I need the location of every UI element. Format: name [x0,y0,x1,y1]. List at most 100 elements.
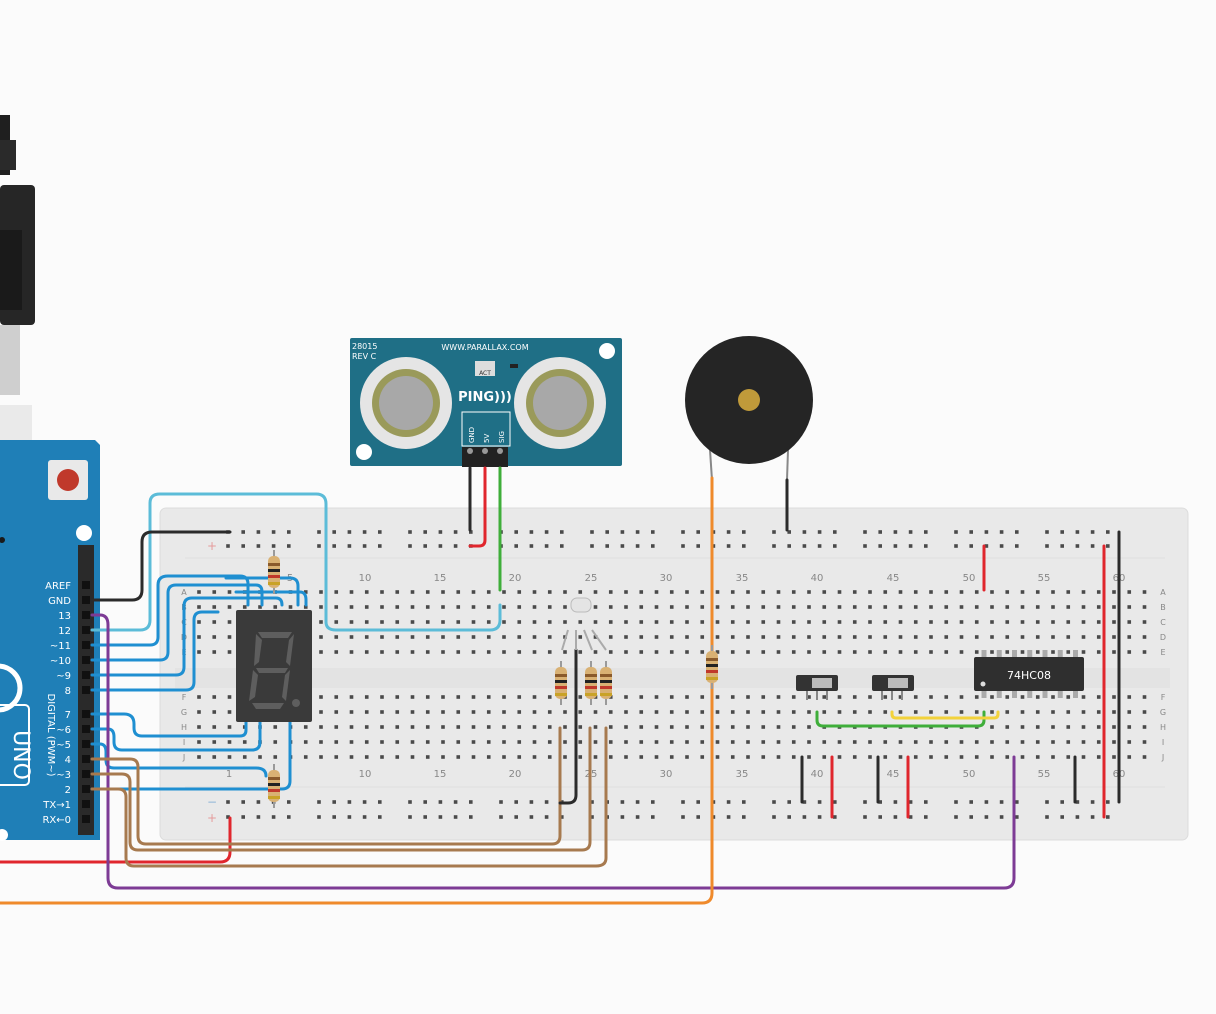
rail-hole[interactable] [651,800,655,804]
breadboard-hole[interactable] [624,620,628,624]
wire-seg-x[interactable] [90,720,292,791]
breadboard-hole[interactable] [532,710,537,714]
breadboard-hole[interactable] [303,740,308,744]
breadboard-hole[interactable] [319,740,323,744]
breadboard-hole[interactable] [807,635,811,639]
breadboard-hole[interactable] [578,755,583,759]
rail-hole[interactable] [544,800,549,804]
rail-hole[interactable] [514,544,518,548]
rail-hole[interactable] [332,530,336,534]
breadboard-hole[interactable] [258,755,262,759]
rail-hole[interactable] [787,544,791,548]
breadboard-hole[interactable] [654,710,659,714]
rail-hole[interactable] [726,800,731,804]
rail-hole[interactable] [954,544,958,548]
breadboard-hole[interactable] [197,755,201,759]
breadboard-hole[interactable] [212,620,217,624]
breadboard-hole[interactable] [730,635,735,639]
breadboard-hole[interactable] [1081,710,1086,714]
slide-switch-1[interactable] [796,675,838,700]
breadboard-hole[interactable] [1127,620,1132,624]
breadboard-hole[interactable] [822,635,827,639]
rail-hole[interactable] [256,544,261,548]
rail-hole[interactable] [408,800,412,804]
breadboard-hole[interactable] [319,605,323,609]
breadboard-hole[interactable] [639,725,644,729]
breadboard-hole[interactable] [715,740,720,744]
breadboard-hole[interactable] [486,755,491,759]
breadboard-hole[interactable] [227,590,232,594]
breadboard-hole[interactable] [898,650,903,654]
rail-hole[interactable] [878,530,882,534]
breadboard-hole[interactable] [1035,755,1040,759]
rail-hole[interactable] [226,544,230,548]
breadboard-hole[interactable] [639,620,644,624]
rail-hole[interactable] [742,815,746,819]
breadboard-hole[interactable] [608,620,613,624]
breadboard-hole[interactable] [807,725,811,729]
breadboard-hole[interactable] [593,635,598,639]
breadboard-hole[interactable] [929,635,933,639]
resistor-buzzer[interactable] [706,645,718,689]
breadboard-hole[interactable] [1096,620,1101,624]
breadboard-hole[interactable] [349,695,354,699]
wire-purple[interactable] [90,613,1016,890]
breadboard-hole[interactable] [761,635,766,639]
breadboard-hole[interactable] [746,620,750,624]
breadboard-hole[interactable] [883,695,888,699]
breadboard-hole[interactable] [776,725,781,729]
breadboard-hole[interactable] [212,740,217,744]
rail-hole[interactable] [241,800,245,804]
rail-hole[interactable] [347,530,352,534]
breadboard-hole[interactable] [715,650,720,654]
breadboard-hole[interactable] [456,590,461,594]
breadboard-hole[interactable] [1051,620,1055,624]
breadboard-hole[interactable] [776,755,781,759]
breadboard-hole[interactable] [624,605,628,609]
breadboard-hole[interactable] [517,590,522,594]
breadboard-hole[interactable] [730,755,735,759]
breadboard-hole[interactable] [1127,635,1132,639]
rail-hole[interactable] [908,530,913,534]
breadboard-hole[interactable] [258,605,262,609]
breadboard-hole[interactable] [532,620,537,624]
breadboard-hole[interactable] [486,740,491,744]
breadboard-hole[interactable] [1066,605,1071,609]
rail-hole[interactable] [787,530,791,534]
breadboard-hole[interactable] [563,605,567,609]
breadboard-hole[interactable] [974,590,979,594]
wire-seg-g[interactable] [90,712,248,738]
rail-hole[interactable] [969,544,973,548]
breadboard-hole[interactable] [837,620,842,624]
breadboard-hole[interactable] [273,755,278,759]
breadboard-hole[interactable] [486,725,491,729]
breadboard-hole[interactable] [364,755,369,759]
breadboard-hole[interactable] [944,740,949,744]
breadboard-hole[interactable] [944,695,949,699]
header-pin[interactable] [82,740,90,748]
breadboard-hole[interactable] [883,755,888,759]
breadboard-hole[interactable] [578,635,583,639]
breadboard-hole[interactable] [1112,650,1116,654]
rail-hole[interactable] [605,530,609,534]
breadboard-hole[interactable] [303,755,308,759]
breadboard-hole[interactable] [639,650,644,654]
rail-hole[interactable] [742,800,746,804]
rail-hole[interactable] [999,815,1004,819]
rail-hole[interactable] [347,815,352,819]
breadboard-hole[interactable] [1142,725,1147,729]
breadboard-hole[interactable] [1005,635,1010,639]
breadboard-hole[interactable] [197,725,201,729]
breadboard-hole[interactable] [868,755,872,759]
breadboard-hole[interactable] [791,620,796,624]
breadboard-hole[interactable] [212,605,217,609]
breadboard-hole[interactable] [395,590,400,594]
breadboard-hole[interactable] [654,590,659,594]
breadboard-hole[interactable] [746,740,750,744]
breadboard-hole[interactable] [746,605,750,609]
breadboard-hole[interactable] [959,695,964,699]
breadboard-hole[interactable] [1081,755,1086,759]
resistor-top[interactable] [268,550,280,594]
breadboard-hole[interactable] [822,740,827,744]
breadboard-hole[interactable] [898,620,903,624]
